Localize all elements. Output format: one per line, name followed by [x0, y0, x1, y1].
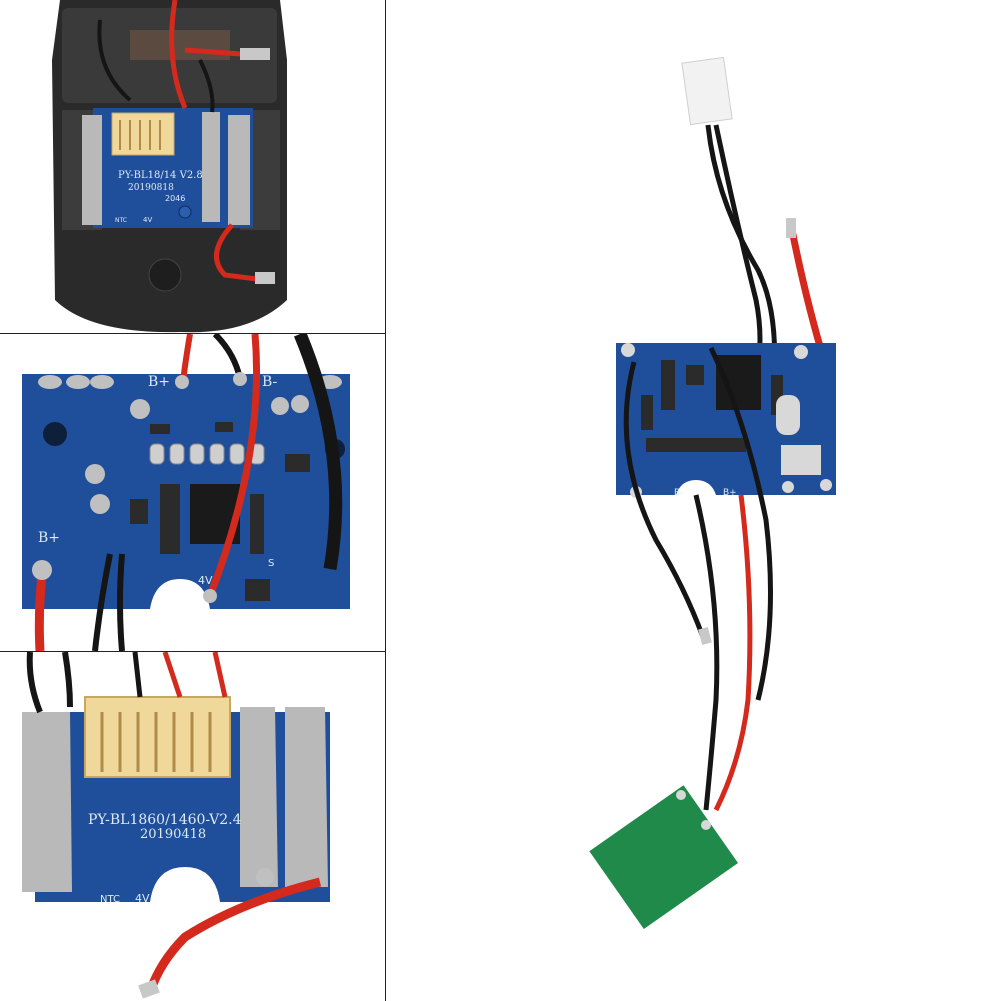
b-minus-top-label: B- [262, 374, 278, 390]
red-wire-to-module [713, 494, 753, 812]
terminal-mid [240, 707, 278, 887]
red-wire-diagonal [206, 334, 261, 598]
black-wire-top [97, 19, 132, 102]
b-plus-top-label: B+ [148, 374, 170, 390]
terminal-left [22, 712, 72, 892]
horizontal-divider-1 [0, 333, 386, 334]
green-balance-module [589, 785, 739, 930]
pcb-board [22, 374, 350, 609]
s-label: S [268, 558, 274, 569]
black-wire-to-module [693, 494, 720, 811]
b-plus-label: B+ [723, 488, 737, 498]
ntc-label: NTC [100, 894, 120, 905]
terminal-right [285, 707, 328, 887]
ic-chip [716, 355, 761, 410]
volt-label: 4V [143, 216, 152, 224]
terminal-right [228, 115, 250, 225]
pcb-closeup-photo: B+ B- B+ 4V S [0, 334, 385, 651]
board-model-label: PY-BL1860/1460-V2.4 [88, 812, 242, 828]
case-photo: PY-BL18/14 V2.8 20190818 2046 NTC 4V [0, 0, 385, 333]
red-wire-bottom [145, 877, 322, 994]
thick-black-wire [293, 334, 343, 571]
volt-label: 4V [135, 892, 150, 905]
board-model-label: PY-BL18/14 V2.8 [118, 170, 203, 181]
volt-label: 4V [198, 574, 213, 587]
board-date-label: 20190418 [140, 827, 206, 842]
photo-pcb-connector: PY-BL1860/1460-V2.4 20190418 NTC 4V [0, 652, 385, 1001]
terminal-left [82, 115, 102, 225]
full-bms-photo: B- B+ [386, 0, 1001, 1001]
vertical-divider [385, 0, 386, 1001]
photo-pcb-closeup: B+ B- B+ 4V S [0, 334, 385, 651]
red-wire-top [162, 652, 183, 698]
red-wire-top [169, 0, 188, 109]
b-plus-left-label: B+ [38, 530, 60, 546]
terminal-mid [202, 112, 220, 222]
b-minus-label: B- [674, 488, 683, 498]
board-date-label: 20190818 [128, 183, 174, 193]
red-wire-bottom [214, 223, 266, 283]
ntc-label: NTC [115, 217, 127, 224]
horizontal-divider-2 [0, 651, 386, 652]
black-wire-left-long [623, 361, 707, 641]
white-ntc-connector [681, 56, 733, 126]
board-code-label: 2046 [165, 194, 185, 203]
red-wire-left [34, 573, 47, 651]
black-wire-top-left [26, 652, 43, 714]
black-wire-right [708, 346, 773, 701]
black-wire-ntc-1 [705, 124, 778, 379]
yellow-connector [111, 112, 175, 156]
photo-board-in-case: PY-BL18/14 V2.8 20190818 2046 NTC 4V [0, 0, 385, 333]
photo-full-bms: B- B+ [386, 0, 1001, 1001]
pcb-connector-photo: PY-BL1860/1460-V2.4 20190418 NTC 4V [0, 652, 385, 1001]
